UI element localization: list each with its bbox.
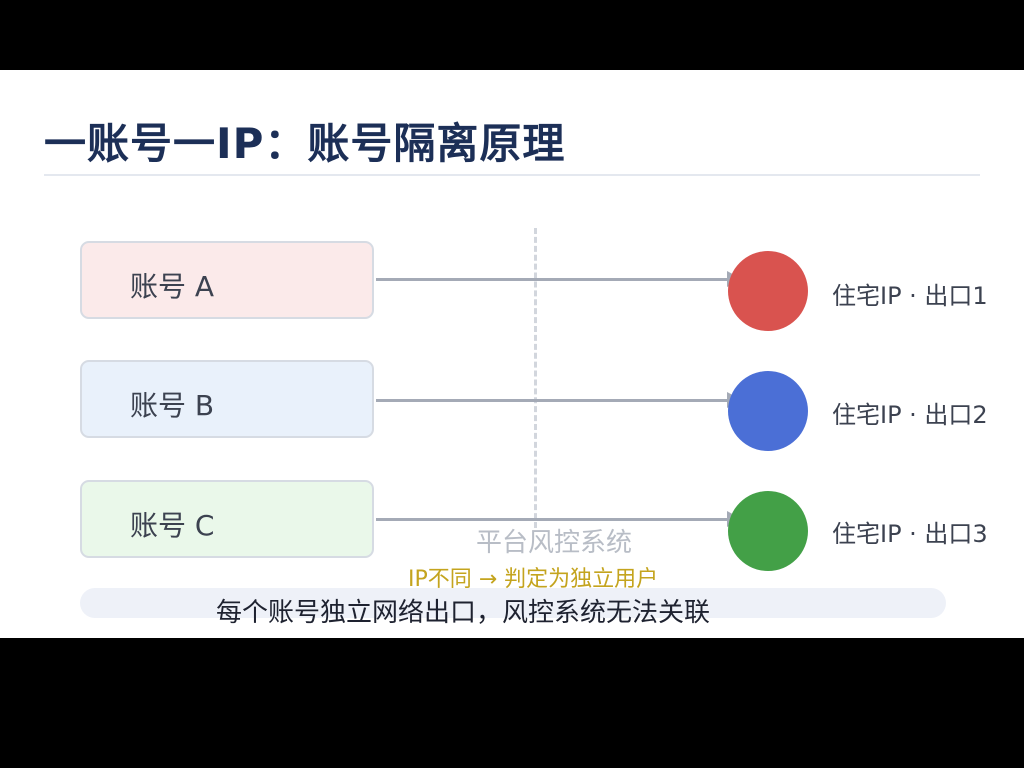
title-divider	[44, 174, 980, 176]
exit-node-3	[728, 491, 808, 571]
exit-label-2: 住宅IP · 出口2	[832, 401, 988, 429]
account-label-c: 账号 C	[130, 509, 215, 542]
arrow-a	[376, 271, 742, 287]
account-label-b: 账号 B	[130, 389, 215, 422]
arrow-c	[376, 511, 742, 527]
arrow-b	[376, 392, 742, 408]
system-boundary-line	[534, 228, 537, 528]
summary-text: 每个账号独立网络出口，风控系统无法关联	[216, 598, 711, 628]
account-box-c: 账号 C	[80, 480, 374, 558]
account-box-a: 账号 A	[80, 241, 374, 319]
account-label-a: 账号 A	[130, 270, 215, 303]
risk-control-note: IP不同 → 判定为独立用户	[408, 567, 659, 592]
exit-label-3: 住宅IP · 出口3	[832, 520, 988, 548]
account-box-b: 账号 B	[80, 360, 374, 438]
slide: 一账号一IP：账号隔离原理 账号 A 住宅IP · 出口1 账号 B 住宅IP …	[0, 70, 1024, 638]
exit-node-2	[728, 371, 808, 451]
slide-title: 一账号一IP：账号隔离原理	[44, 119, 566, 168]
summary-bar	[80, 588, 946, 618]
exit-node-1	[728, 251, 808, 331]
exit-label-1: 住宅IP · 出口1	[832, 282, 988, 310]
risk-control-system-label: 平台风控系统	[476, 528, 633, 558]
